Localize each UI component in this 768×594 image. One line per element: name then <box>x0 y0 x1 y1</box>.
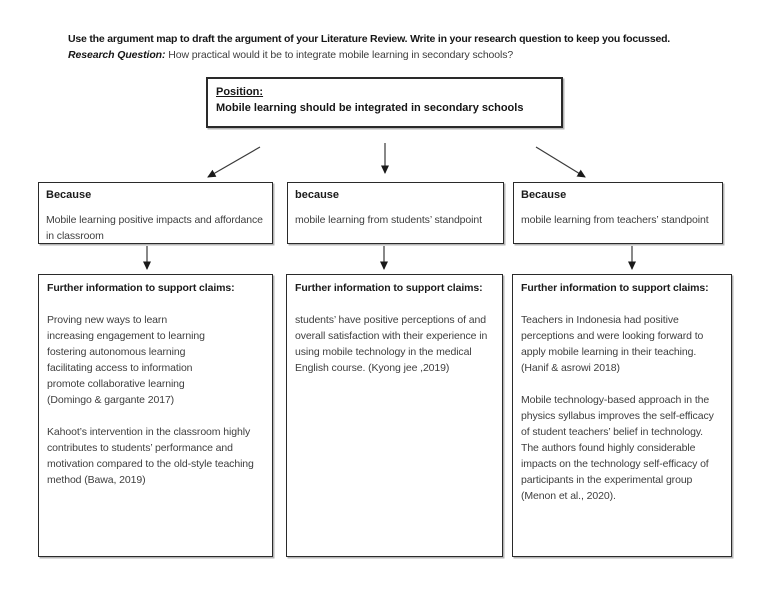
support-box-2-paragraph-1: students’ have positive perceptions of a… <box>295 314 488 374</box>
because-box-3-text: mobile learning from teachers’ standpoin… <box>521 214 709 226</box>
because-box-2-label: because <box>295 189 340 201</box>
arrow-position-to-because-3-icon <box>535 146 586 178</box>
research-question-text: How practical would it be to integrate m… <box>168 49 514 61</box>
because-box-2-text: mobile learning from students’ standpoin… <box>295 214 482 226</box>
support-box-2-heading: Further information to support claims: <box>295 282 483 294</box>
because-box-2: because mobile learning from students’ s… <box>287 182 504 244</box>
because-box-1: Because Mobile learning positive impacts… <box>38 182 273 244</box>
support-box-3-paragraph-1: Teachers in Indonesia had positive perce… <box>521 314 704 374</box>
because-box-3-label: Because <box>521 189 567 201</box>
support-box-1: Further information to support claims: P… <box>38 274 273 557</box>
because-box-1-label: Because <box>46 189 92 201</box>
because-box-1-text: Mobile learning positive impacts and aff… <box>46 214 263 242</box>
support-box-1-paragraph-2: Kahoot’s intervention in the classroom h… <box>47 426 254 486</box>
support-box-1-paragraph-1: Proving new ways to learn increasing eng… <box>47 314 205 406</box>
because-box-3: Because mobile learning from teachers’ s… <box>513 182 723 244</box>
position-text: Mobile learning should be integrated in … <box>216 102 524 114</box>
research-question-label: Research Question: <box>68 49 166 61</box>
position-label: Position: <box>216 86 264 98</box>
arrow-position-to-because-1-icon <box>207 146 261 178</box>
instruction-text: Use the argument map to draft the argume… <box>68 33 671 45</box>
support-box-3: Further information to support claims: T… <box>512 274 732 557</box>
support-box-2: Further information to support claims: s… <box>286 274 503 557</box>
support-box-1-heading: Further information to support claims: <box>47 282 235 294</box>
support-box-3-heading: Further information to support claims: <box>521 282 709 294</box>
research-question-line: Research Question: How practical would i… <box>68 49 513 61</box>
position-box: Position: Mobile learning should be inte… <box>206 77 563 128</box>
support-box-3-paragraph-2: Mobile technology-based approach in the … <box>521 394 714 502</box>
